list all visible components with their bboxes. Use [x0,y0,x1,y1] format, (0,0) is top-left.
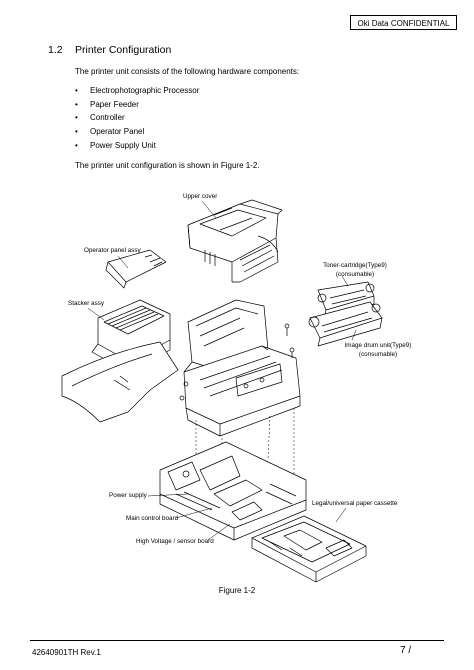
label-image-drum: Image drum unit(Type9) [344,342,412,349]
label-high-voltage-board: High Voltage / sensor board [136,538,214,545]
confidential-label: Oki Data CONFIDENTIAL [350,15,457,30]
label-upper-cover: Upper cover [183,193,218,200]
label-stacker-assy: Stacker assy [68,300,105,307]
label-paper-cassette: Legal/universal paper cassette [312,500,398,507]
paper-cassette-drawing [251,515,367,583]
list-item: •Power Supply Unit [75,140,156,150]
printer-frame-drawing [183,299,301,437]
label-main-control-board: Main control board [126,515,179,522]
label-power-supply: Power supply [109,492,147,499]
list-item-label: Controller [90,113,125,123]
list-item-label: Power Supply Unit [90,140,156,150]
image-drum-drawing [308,301,383,347]
base-frame-drawing [159,441,307,541]
label-operator-panel-assy: Operator panel assy [84,247,141,254]
screw-drawings [179,323,295,401]
footer-divider [30,640,444,641]
list-item: •Electrophotographic Processor [75,86,200,95]
list-item: •Controller [75,113,125,123]
component-list: •Electrophotographic Processor •Paper Fe… [75,84,199,152]
page-number: 7 / [400,645,412,656]
list-item-label: Operator Panel [90,127,145,137]
label-toner-consumable: (consumable) [335,271,375,278]
stacker-cover-drawing [61,341,179,423]
intro-paragraph: The printer unit consists of the followi… [75,67,300,76]
figure-caption: Figure 1-2 [218,586,256,595]
list-item-label: Electrophotographic Processor [90,86,200,95]
config-paragraph: The printer unit configuration is shown … [75,161,260,170]
upper-cover-drawing [187,199,283,283]
list-item-label: Paper Feeder [90,99,139,109]
list-item: •Paper Feeder [75,99,139,109]
document-id: 42640901TH Rev.1 [32,648,101,657]
operator-panel-drawing [105,249,167,289]
label-toner-cartridge: Toner-cartridge(Type9) [323,262,387,269]
label-image-drum-consumable: (consumable) [358,351,398,358]
section-number: 1.2 [48,44,63,56]
section-title: Printer Configuration [75,44,172,56]
list-item: •Operator Panel [75,127,145,137]
